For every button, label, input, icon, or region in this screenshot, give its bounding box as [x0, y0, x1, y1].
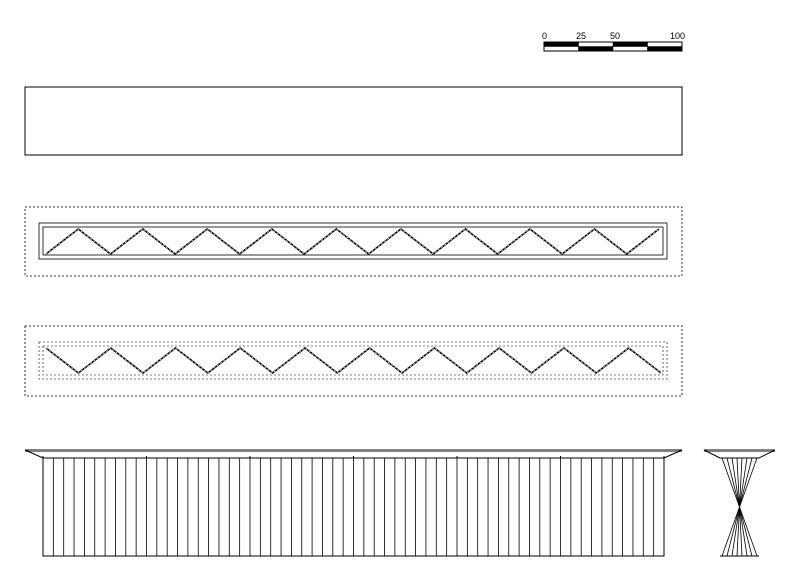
zigzag-member-hatch — [45, 228, 660, 255]
scale-label-25: 25 — [576, 31, 586, 41]
hourglass-member — [721, 457, 758, 557]
front-section — [24, 449, 683, 557]
plan-top-outline — [24, 206, 683, 277]
side-section-hourglass — [721, 457, 758, 557]
plan-view-bottom — [24, 325, 683, 397]
scale-label-0: 0 — [542, 31, 547, 41]
scale-label-100: 100 — [670, 31, 685, 41]
plan-bottom-inner-frame — [42, 345, 664, 376]
side-section — [703, 449, 776, 557]
elevation-view — [24, 86, 683, 156]
side-section-top-plate — [703, 449, 776, 459]
plan-bottom-zigzag — [45, 346, 662, 375]
plan-bottom-outer-frame — [38, 341, 668, 380]
scale-label-50: 50 — [610, 31, 620, 41]
plan-top-inner-frame — [42, 226, 664, 256]
zigzag-member-hatch — [45, 347, 662, 374]
plan-bottom-outline — [24, 325, 683, 397]
plan-top-zigzag — [45, 227, 660, 256]
front-section-vertical-members — [42, 456, 665, 556]
plan-top-outer-frame — [38, 222, 668, 260]
scale-bar: 0 25 50 100 — [542, 31, 685, 52]
plan-view-top — [24, 206, 683, 277]
